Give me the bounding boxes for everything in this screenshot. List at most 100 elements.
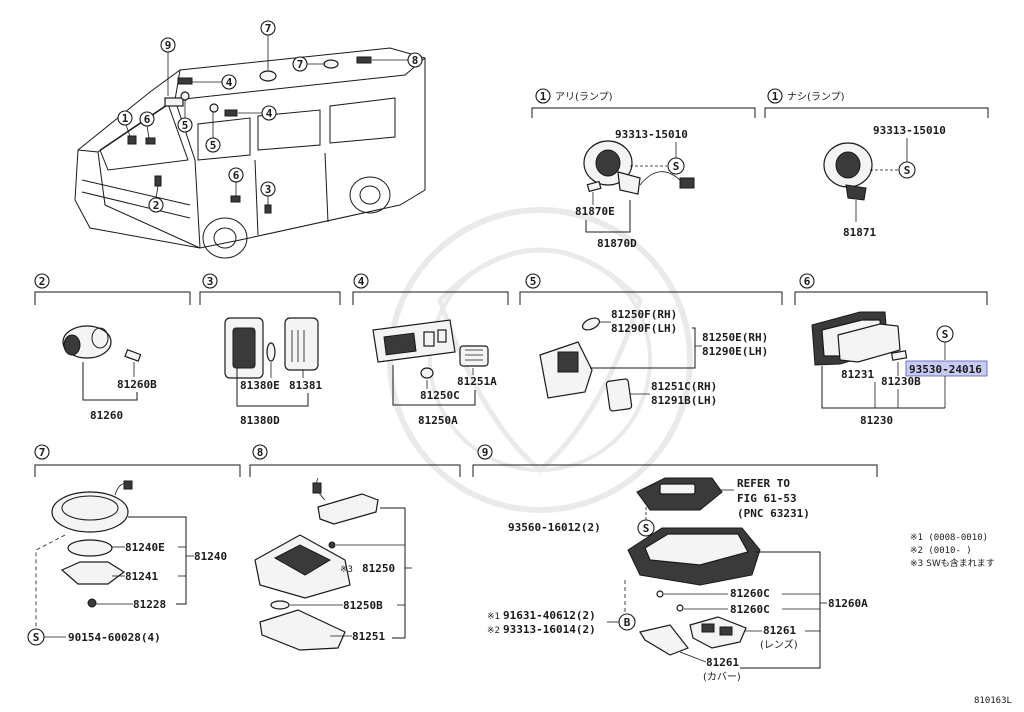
- svg-text:※3: ※3: [340, 565, 353, 575]
- roof-lamp-illustration: [254, 477, 379, 651]
- svg-text:81250E(RH): 81250E(RH): [702, 331, 768, 344]
- svg-text:S: S: [904, 164, 911, 177]
- svg-text:81240: 81240: [194, 550, 227, 563]
- callout-3: 3: [260, 181, 276, 197]
- svg-text:4: 4: [226, 76, 233, 89]
- callout-6b: 6: [228, 167, 244, 183]
- svg-text:81261: 81261: [706, 656, 739, 669]
- van-illustration: [74, 47, 426, 259]
- svg-text:5: 5: [210, 139, 217, 152]
- callout-9: 9: [160, 37, 176, 53]
- section-5: 5 81250F(RH) 81290F(LH) 81250E(RH) 81290…: [519, 273, 783, 412]
- svg-text:81260C: 81260C: [730, 603, 770, 616]
- svg-text:81871: 81871: [843, 226, 876, 239]
- diagram-ref-code: 810163L: [974, 696, 1012, 706]
- svg-text:7: 7: [297, 58, 304, 71]
- svg-text:81231: 81231: [841, 368, 874, 381]
- svg-text:4: 4: [358, 275, 365, 288]
- svg-text:※1 (0008-0010): ※1 (0008-0010): [910, 533, 988, 543]
- svg-text:※2: ※2: [487, 626, 500, 636]
- svg-text:5: 5: [182, 119, 189, 132]
- svg-text:81381: 81381: [289, 379, 322, 392]
- svg-text:81291B(LH): 81291B(LH): [651, 394, 717, 407]
- svg-text:81230B: 81230B: [881, 375, 921, 388]
- svg-text:※3 SWも含まれます: ※3 SWも含まれます: [910, 557, 995, 569]
- section-7: 7 81240E 81241 81228 81240 S 90154-60028…: [27, 444, 241, 646]
- svg-text:81290E(LH): 81290E(LH): [702, 345, 768, 358]
- socket-illustration: [62, 325, 142, 362]
- callout-4a: 4: [221, 74, 237, 90]
- callout-7b: 7: [292, 56, 308, 72]
- svg-text:(カバー): (カバー): [703, 671, 741, 683]
- svg-text:81241: 81241: [125, 570, 158, 583]
- svg-text:93560-16012(2): 93560-16012(2): [508, 521, 601, 534]
- svg-text:6: 6: [233, 169, 240, 182]
- svg-text:1: 1: [540, 90, 547, 103]
- svg-text:1: 1: [772, 90, 779, 103]
- svg-text:81260A: 81260A: [828, 597, 868, 610]
- highlighted-part-93530-24016[interactable]: [905, 360, 988, 377]
- svg-text:90154-60028(4): 90154-60028(4): [68, 631, 161, 644]
- interior-lamp-illustration: [372, 319, 489, 379]
- svg-text:S: S: [33, 631, 40, 644]
- svg-text:S: S: [673, 160, 680, 173]
- section-6: 6 S 93530-24016 81231 81230B 81230: [794, 273, 988, 427]
- svg-text:2: 2: [153, 199, 160, 212]
- svg-text:B: B: [624, 616, 631, 629]
- svg-text:※1: ※1: [487, 612, 500, 622]
- callout-5a: 5: [177, 117, 193, 133]
- svg-text:93313-15010: 93313-15010: [615, 128, 688, 141]
- svg-text:S: S: [942, 328, 949, 341]
- cargo-lamp-illustration: [51, 480, 133, 608]
- s-symbol: S: [667, 157, 685, 175]
- svg-text:9: 9: [482, 446, 489, 459]
- door-lamp-illustration: [539, 317, 633, 412]
- svg-text:5: 5: [530, 275, 537, 288]
- s-symbol: S: [936, 325, 954, 343]
- svg-text:※2 (0010- ): ※2 (0010- ): [910, 546, 972, 556]
- svg-text:REFER TO: REFER TO: [737, 477, 790, 490]
- svg-text:6: 6: [144, 113, 151, 126]
- svg-text:7: 7: [265, 22, 272, 35]
- svg-text:81250B: 81250B: [343, 599, 383, 612]
- s-symbol: S: [637, 519, 655, 537]
- svg-text:2: 2: [39, 275, 46, 288]
- svg-text:93530-24016: 93530-24016: [909, 363, 982, 376]
- s-symbol: S: [27, 628, 45, 646]
- svg-text:6: 6: [804, 275, 811, 288]
- svg-text:8: 8: [412, 54, 419, 67]
- svg-text:81250F(RH): 81250F(RH): [611, 308, 677, 321]
- svg-text:81870D: 81870D: [597, 237, 637, 250]
- section-3: 3 81380E 81381 81380D: [199, 273, 341, 427]
- courtesy-lamp-illustration: [224, 317, 319, 379]
- svg-text:81261: 81261: [763, 624, 796, 637]
- console-illustration: [627, 477, 761, 656]
- s-symbol: S: [898, 161, 916, 179]
- section-2: 2 81260B 81260: [34, 273, 191, 422]
- callout-2: 2: [148, 197, 164, 213]
- footnotes: ※1 (0008-0010) ※2 (0010- ) ※3 SWも含まれます: [910, 533, 995, 569]
- svg-text:81228: 81228: [133, 598, 166, 611]
- svg-text:FIG 61-53: FIG 61-53: [737, 492, 797, 505]
- svg-text:7: 7: [39, 446, 46, 459]
- section-1a: 1 アリ(ランプ) 93313-15010 S 81870E 81870D: [531, 88, 756, 250]
- svg-text:93313-16014(2): 93313-16014(2): [503, 623, 596, 636]
- svg-text:81380E: 81380E: [240, 379, 280, 392]
- callout-8: 8: [407, 52, 423, 68]
- svg-text:93313-15010: 93313-15010: [873, 124, 946, 137]
- svg-text:S: S: [643, 522, 650, 535]
- svg-text:アリ(ランプ): アリ(ランプ): [555, 91, 613, 103]
- svg-text:81290F(LH): 81290F(LH): [611, 322, 677, 335]
- svg-text:3: 3: [265, 183, 272, 196]
- svg-text:81260: 81260: [90, 409, 123, 422]
- svg-text:81260B: 81260B: [117, 378, 157, 391]
- svg-text:ナシ(ランプ): ナシ(ランプ): [787, 91, 845, 103]
- lamp-housing-illustration: [823, 142, 873, 201]
- callout-1: 1: [117, 110, 133, 126]
- map-lamp-assy-illustration: [583, 140, 695, 195]
- svg-text:81251C(RH): 81251C(RH): [651, 380, 717, 393]
- callout-4b: 4: [261, 105, 277, 121]
- svg-text:81260C: 81260C: [730, 587, 770, 600]
